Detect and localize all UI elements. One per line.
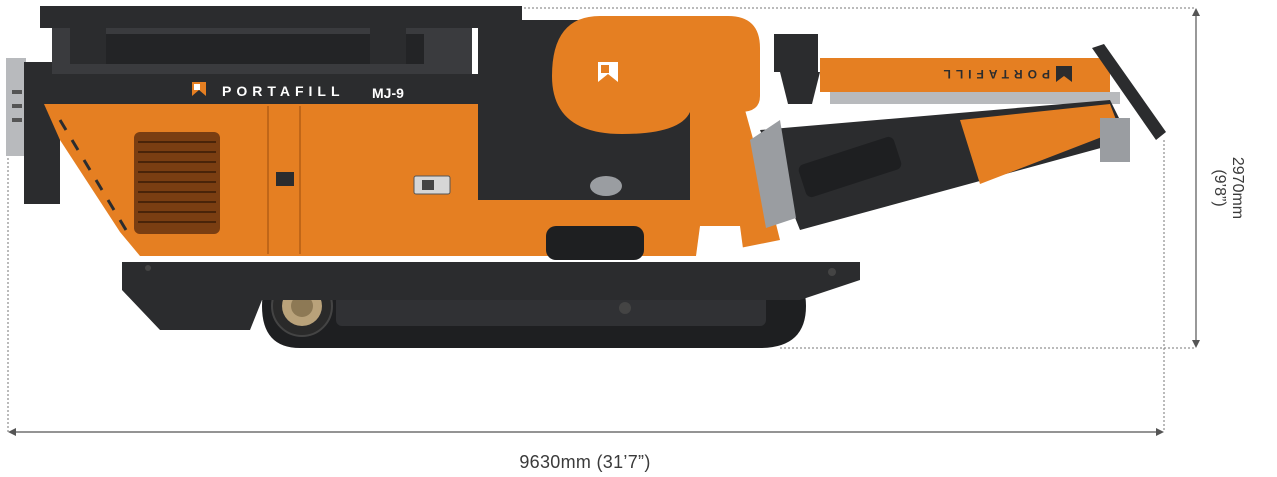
conveyor-brand-name: PORTAFILL <box>939 67 1050 81</box>
height-mm-label: 2970mm <box>1229 156 1246 220</box>
conveyor-boom <box>820 58 1110 92</box>
crusher-window <box>546 226 644 260</box>
dimension-arrows <box>8 8 1200 436</box>
hopper-post-left <box>70 24 106 64</box>
hydraulic-cylinder <box>798 136 902 198</box>
conveyor-underside <box>830 92 1120 104</box>
brand-band <box>44 74 478 104</box>
brand-logo-icon <box>192 82 206 96</box>
bolt <box>828 268 836 276</box>
info-plate <box>590 176 622 196</box>
crusher-cutout <box>696 226 744 256</box>
height-dimension-label: 2970mm (9’8”) <box>1211 148 1246 228</box>
access-latch-slot <box>422 180 434 190</box>
door-seams <box>267 106 301 254</box>
main-body-panel <box>44 104 478 256</box>
hopper-top-rail <box>40 6 522 28</box>
steel-bracket <box>750 120 796 228</box>
width-arrow-right <box>1156 428 1164 436</box>
brand-name: PORTAFILL <box>222 83 345 99</box>
bolt <box>145 265 151 271</box>
control-switch <box>12 118 22 122</box>
drive-hub-center <box>291 295 313 317</box>
door-handle <box>276 172 294 186</box>
grille-slats <box>138 141 216 223</box>
track-roller <box>619 302 631 314</box>
side-orange-panel <box>690 110 770 200</box>
control-switch <box>12 90 22 94</box>
flywheel-logo-icon <box>598 62 618 82</box>
hopper-post-right <box>370 24 406 64</box>
dimension-lines <box>7 7 1197 433</box>
width-dimension-label: 9630mm (31’7”) <box>519 452 651 472</box>
conveyor-chute <box>780 72 820 104</box>
model-name: MJ-9 <box>372 85 404 101</box>
hazard-stripes <box>58 119 128 231</box>
conveyor-bracket-steel <box>1100 118 1130 162</box>
conveyor-hopper <box>774 34 818 72</box>
support-arm-orange <box>960 104 1120 184</box>
height-ft-label: (9’8”) <box>1211 169 1228 207</box>
height-arrow-top <box>1192 8 1200 16</box>
control-switch <box>12 104 22 108</box>
chassis-skirt <box>122 262 860 330</box>
discharge-conveyor: PORTAFILL <box>750 34 1166 230</box>
conveyor-tail-bracket <box>1092 44 1166 140</box>
width-arrow-left <box>8 428 16 436</box>
height-arrow-bottom <box>1192 340 1200 348</box>
hopper <box>40 6 522 78</box>
flywheel-cover <box>552 16 760 134</box>
conveyor-logo-icon <box>1056 66 1072 82</box>
